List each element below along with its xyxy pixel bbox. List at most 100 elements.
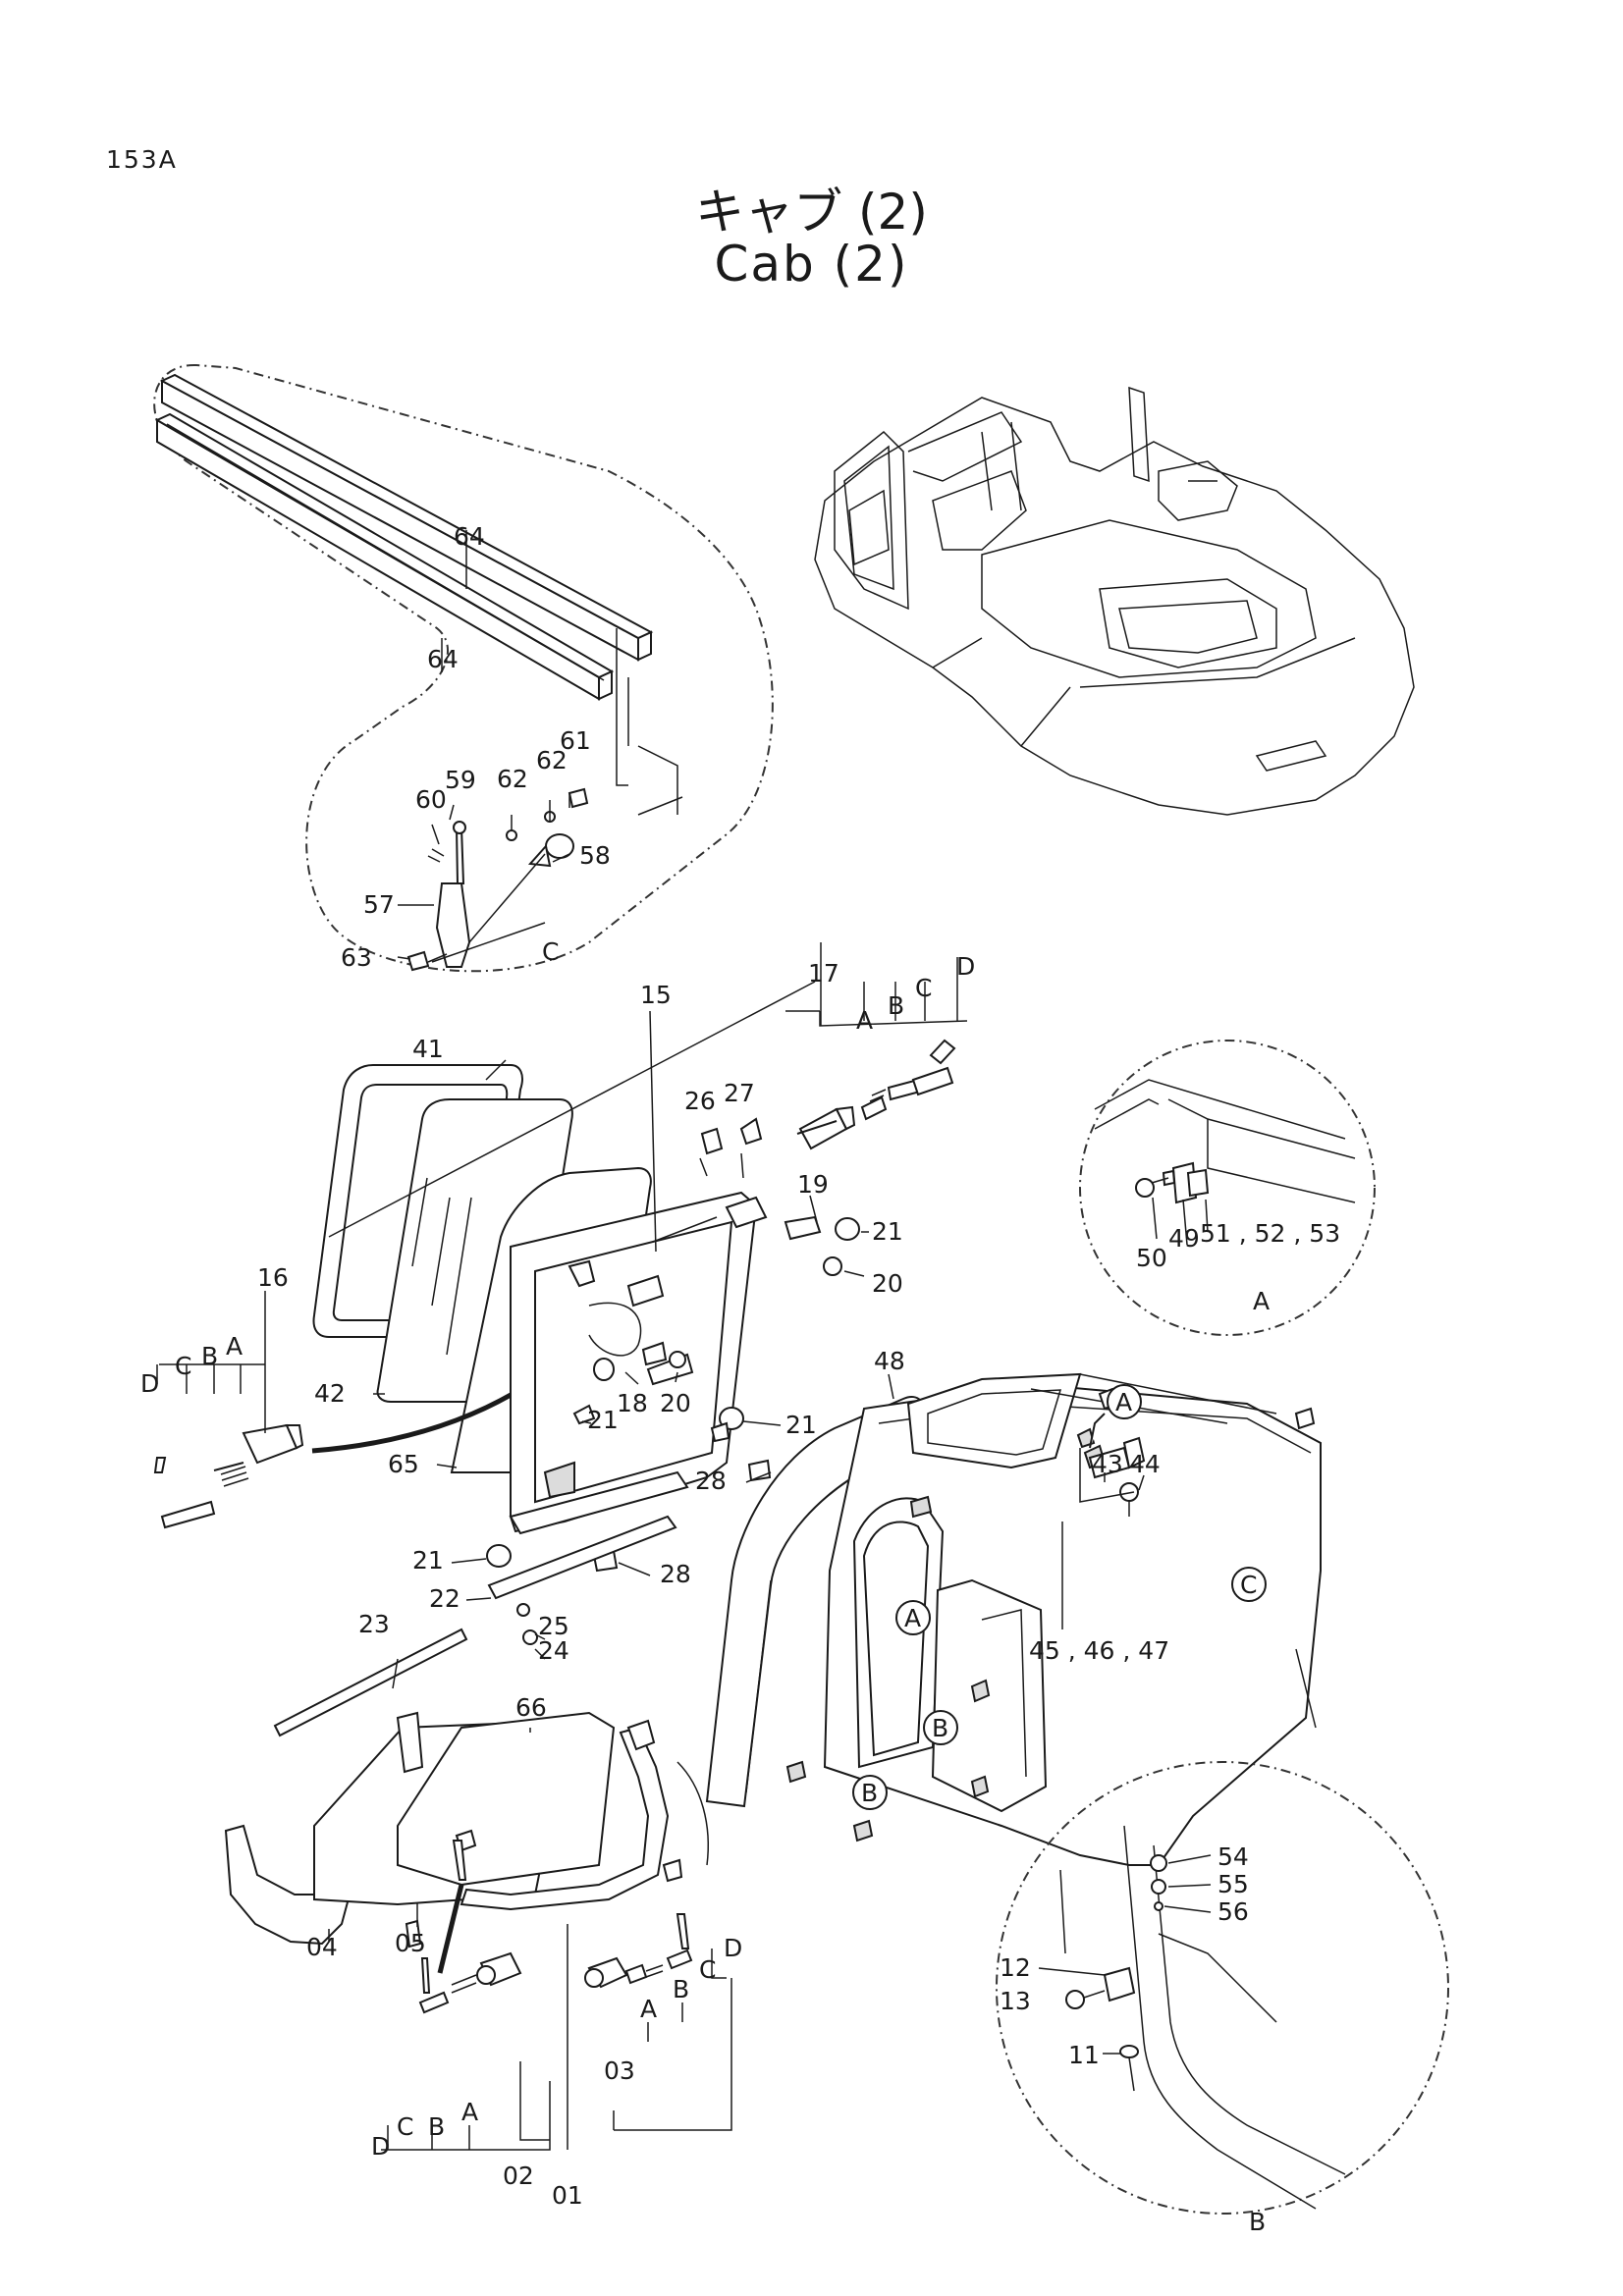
label-21-bottom: 21 [412,1546,444,1575]
label-detail-c: C [542,937,559,966]
handle-16-set [153,1423,304,1529]
circle-marker-a1 [1107,1384,1142,1419]
label-24: 24 [538,1636,569,1665]
label-61: 61 [560,726,591,755]
circle-label-a1: A [1115,1388,1132,1416]
rail-detail-balloon [153,363,774,973]
lower-door-assembly [224,1711,709,1974]
label-17-d: D [956,952,975,981]
handle-03-set [584,1858,693,1989]
label-17-c: C [915,974,932,1002]
leader-lines [156,530,1212,2151]
label-16-b: B [201,1342,218,1370]
label-43: 43 [1092,1450,1123,1478]
label-28-right: 28 [695,1467,727,1495]
label-28-bottom: 28 [660,1560,691,1588]
label-detail-a: A [1253,1287,1270,1315]
label-02: 02 [503,2162,534,2190]
excavator-overview [814,386,1415,816]
label-03-d: D [724,1934,742,1962]
label-41: 41 [412,1035,444,1063]
label-20-mid: 20 [660,1389,691,1417]
label-16-d: D [140,1369,159,1398]
label-62-left: 62 [497,765,528,793]
label-16-a: A [226,1332,243,1361]
label-55: 55 [1217,1870,1249,1898]
sash-frame-15 [509,1191,768,1535]
rail-64-upper [159,373,654,662]
label-57: 57 [363,890,395,919]
label-02-a: A [461,2098,478,2126]
label-62-right: 62 [536,746,568,774]
label-13: 13 [1000,1987,1031,2015]
label-20-top: 20 [872,1269,903,1298]
label-21-mid-right: 21 [785,1411,817,1439]
circle-marker-c [1231,1567,1267,1602]
page-code: 153A [106,145,178,174]
label-60: 60 [415,785,447,814]
rail-64-lower [154,412,615,701]
hinge-hardware [273,1039,956,1737]
label-26: 26 [684,1087,716,1115]
label-12: 12 [1000,1953,1031,1982]
detail-circle-b [996,1761,1449,2215]
circle-label-a2: A [904,1604,921,1632]
label-42: 42 [314,1379,346,1408]
label-detail-b: B [1249,2208,1266,2236]
title-english: Cab (2) [714,236,909,293]
circle-label-b2: B [861,1779,878,1807]
label-22: 22 [429,1584,460,1613]
circle-label-c: C [1240,1571,1257,1599]
label-16: 16 [257,1263,289,1292]
label-11: 11 [1068,2041,1100,2069]
label-03-b: B [673,1975,689,2003]
pin-17-set [796,1066,954,1135]
label-17-b: B [888,991,904,1020]
label-49: 49 [1168,1224,1200,1253]
label-51-52-53: 51 , 52 , 53 [1200,1219,1340,1248]
label-44: 44 [1129,1450,1161,1478]
label-21-mid-left: 21 [587,1406,619,1434]
label-56: 56 [1217,1897,1249,1926]
part-labels: 64 64 61 62 62 59 60 58 57 63 C 15 17 A … [140,522,1340,2236]
label-58: 58 [579,841,611,870]
label-05: 05 [395,1929,426,1957]
label-18: 18 [617,1389,648,1417]
label-45-46-47: 45 , 46 , 47 [1029,1636,1169,1665]
circle-label-b1: B [932,1714,948,1742]
label-15: 15 [640,981,672,1009]
label-02-d: D [371,2132,390,2161]
label-17: 17 [808,959,839,988]
label-03-c: C [699,1955,716,1984]
label-03: 03 [604,2056,635,2085]
label-02-c: C [397,2112,413,2141]
label-66: 66 [515,1693,547,1722]
label-64-upper: 64 [454,522,485,551]
label-54: 54 [1217,1842,1249,1871]
latch-assembly [406,787,589,972]
circle-marker-b2 [852,1775,888,1810]
label-02-b: B [428,2112,445,2141]
label-16-c: C [175,1352,191,1380]
label-59: 59 [445,766,476,794]
label-63: 63 [341,943,372,972]
label-01: 01 [552,2181,583,2210]
label-65: 65 [388,1450,419,1478]
label-17-a: A [856,1006,873,1035]
label-04: 04 [306,1933,338,1961]
label-27: 27 [724,1079,755,1107]
handle-02-set [405,1919,522,2014]
label-23: 23 [358,1610,390,1638]
circle-marker-a2 [895,1600,931,1635]
cab-body [785,1372,1322,1954]
label-48: 48 [874,1347,905,1375]
label-19: 19 [797,1170,829,1199]
label-25: 25 [538,1612,569,1640]
label-03-a: A [640,1995,657,2023]
title-japanese: キャブ (2) [695,184,928,240]
label-64-lower: 64 [427,645,459,673]
label-21-top: 21 [872,1217,903,1246]
detail-circle-a [1079,1040,1376,1336]
circle-marker-b1 [923,1710,958,1745]
